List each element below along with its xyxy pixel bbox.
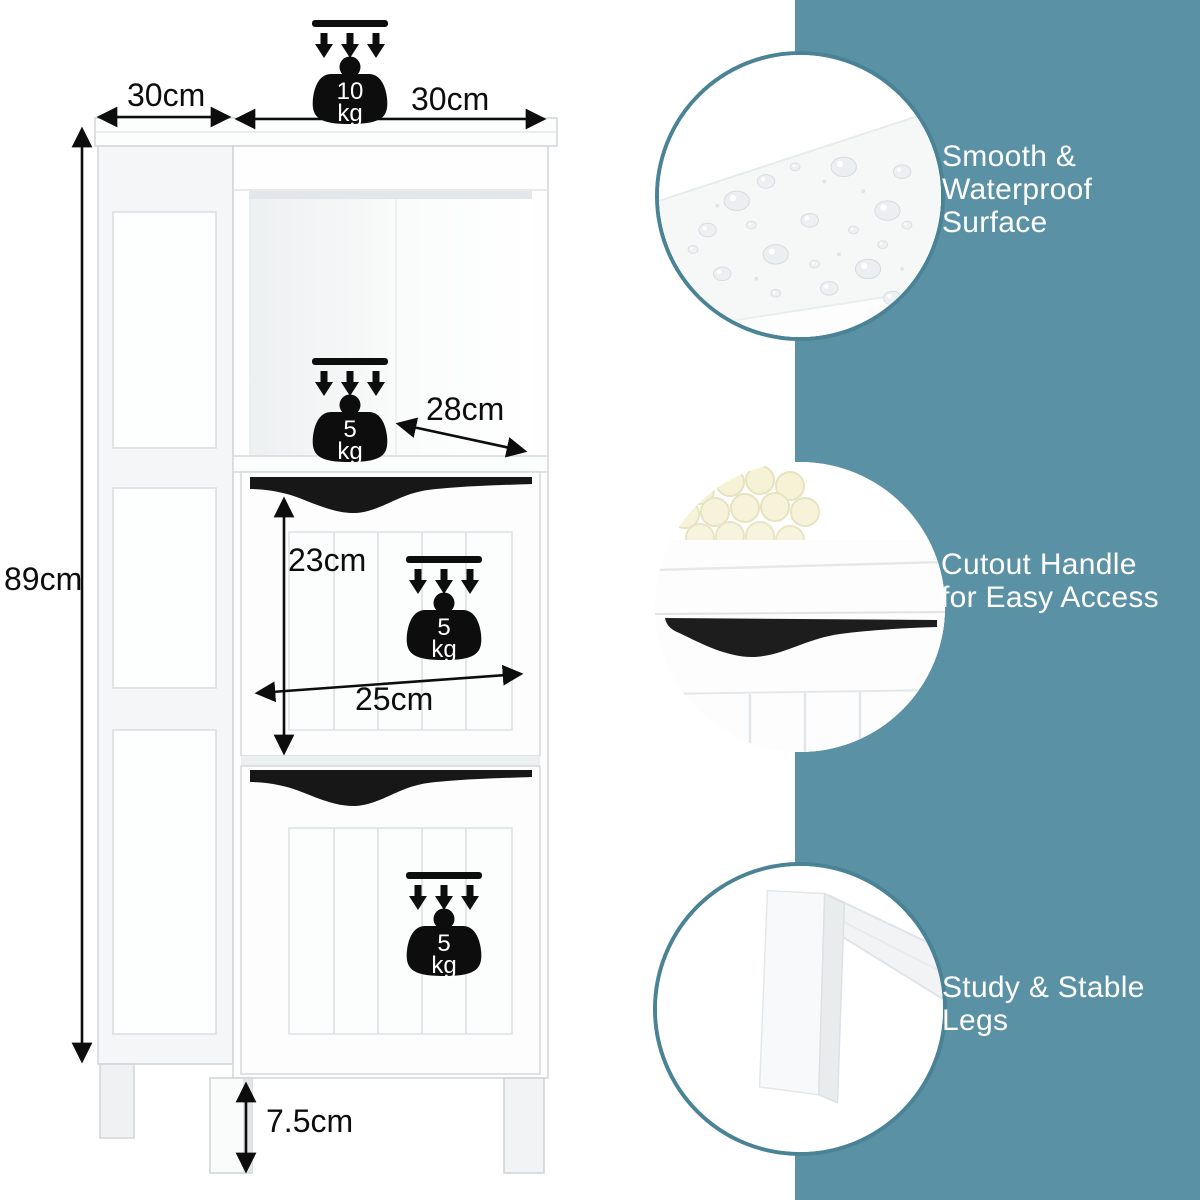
side-opening [112, 729, 217, 1035]
feature-line: for Easy Access [941, 581, 1159, 614]
feature-text-waterproof: Smooth & Waterproof Surface [942, 140, 1092, 239]
callout-cutout-handle [655, 462, 945, 752]
top-load-value: 10 [337, 78, 364, 105]
dimension-label-height: 89cm [4, 561, 83, 597]
feature-line: Waterproof [942, 173, 1093, 206]
upper-drawer-handle-cutout [250, 477, 532, 514]
shelf-load-unit: kg [337, 438, 362, 465]
open-compartment [249, 191, 532, 456]
handle-cutout-shape [665, 618, 937, 658]
feature-line: Legs [942, 1004, 1009, 1037]
dimension-label-depth: 30cm [127, 77, 206, 113]
dimension-label-shelf-depth: 28cm [426, 391, 505, 427]
back-leg [99, 1063, 135, 1139]
dimension-label-drawer-width: 25cm [355, 681, 434, 717]
feature-line: Smooth & [942, 140, 1077, 173]
leg-closeup-image [657, 866, 943, 1152]
lower-drawer-handle-cutout [250, 770, 532, 807]
water-droplets-image [659, 55, 941, 337]
dimension-arrows [71, 106, 547, 1174]
side-opening [112, 487, 217, 689]
lower-drawer-load-unit: kg [431, 952, 456, 979]
feature-text-handle: Cutout Handle for Easy Access [941, 548, 1159, 614]
shelf-depth-arrow [395, 417, 528, 458]
dimension-label-drawer-height: 23cm [288, 542, 367, 578]
callout-waterproof-surface [655, 51, 945, 341]
callout-stable-legs [653, 862, 947, 1156]
feature-line: Study & Stable [942, 971, 1145, 1004]
shelf-load-value: 5 [343, 416, 356, 443]
leg-front-face [758, 889, 826, 1096]
dimension-label-leg-height: 7.5cm [266, 1103, 354, 1139]
cabinet-illustration [94, 117, 558, 1174]
middle-shelf [232, 455, 549, 473]
upper-drawer-load-value: 5 [437, 614, 450, 641]
dimension-label-width: 30cm [411, 81, 490, 117]
feature-line: Surface [942, 206, 1048, 239]
top-load-unit: kg [337, 100, 362, 127]
handle-closeup-image [655, 462, 945, 752]
lower-drawer-load-value: 5 [437, 930, 450, 957]
feature-line: Cutout Handle [941, 548, 1137, 581]
drawer-width-arrow [254, 664, 524, 703]
side-opening [112, 211, 217, 449]
upper-drawer-load-unit: kg [431, 636, 456, 663]
feature-text-legs: Study & Stable Legs [942, 971, 1145, 1037]
front-right-leg [503, 1077, 545, 1174]
load-capacity-icons: 10 kg 5 kg 5 kg 5 kg [312, 20, 482, 979]
leg-side-face [817, 892, 846, 1104]
